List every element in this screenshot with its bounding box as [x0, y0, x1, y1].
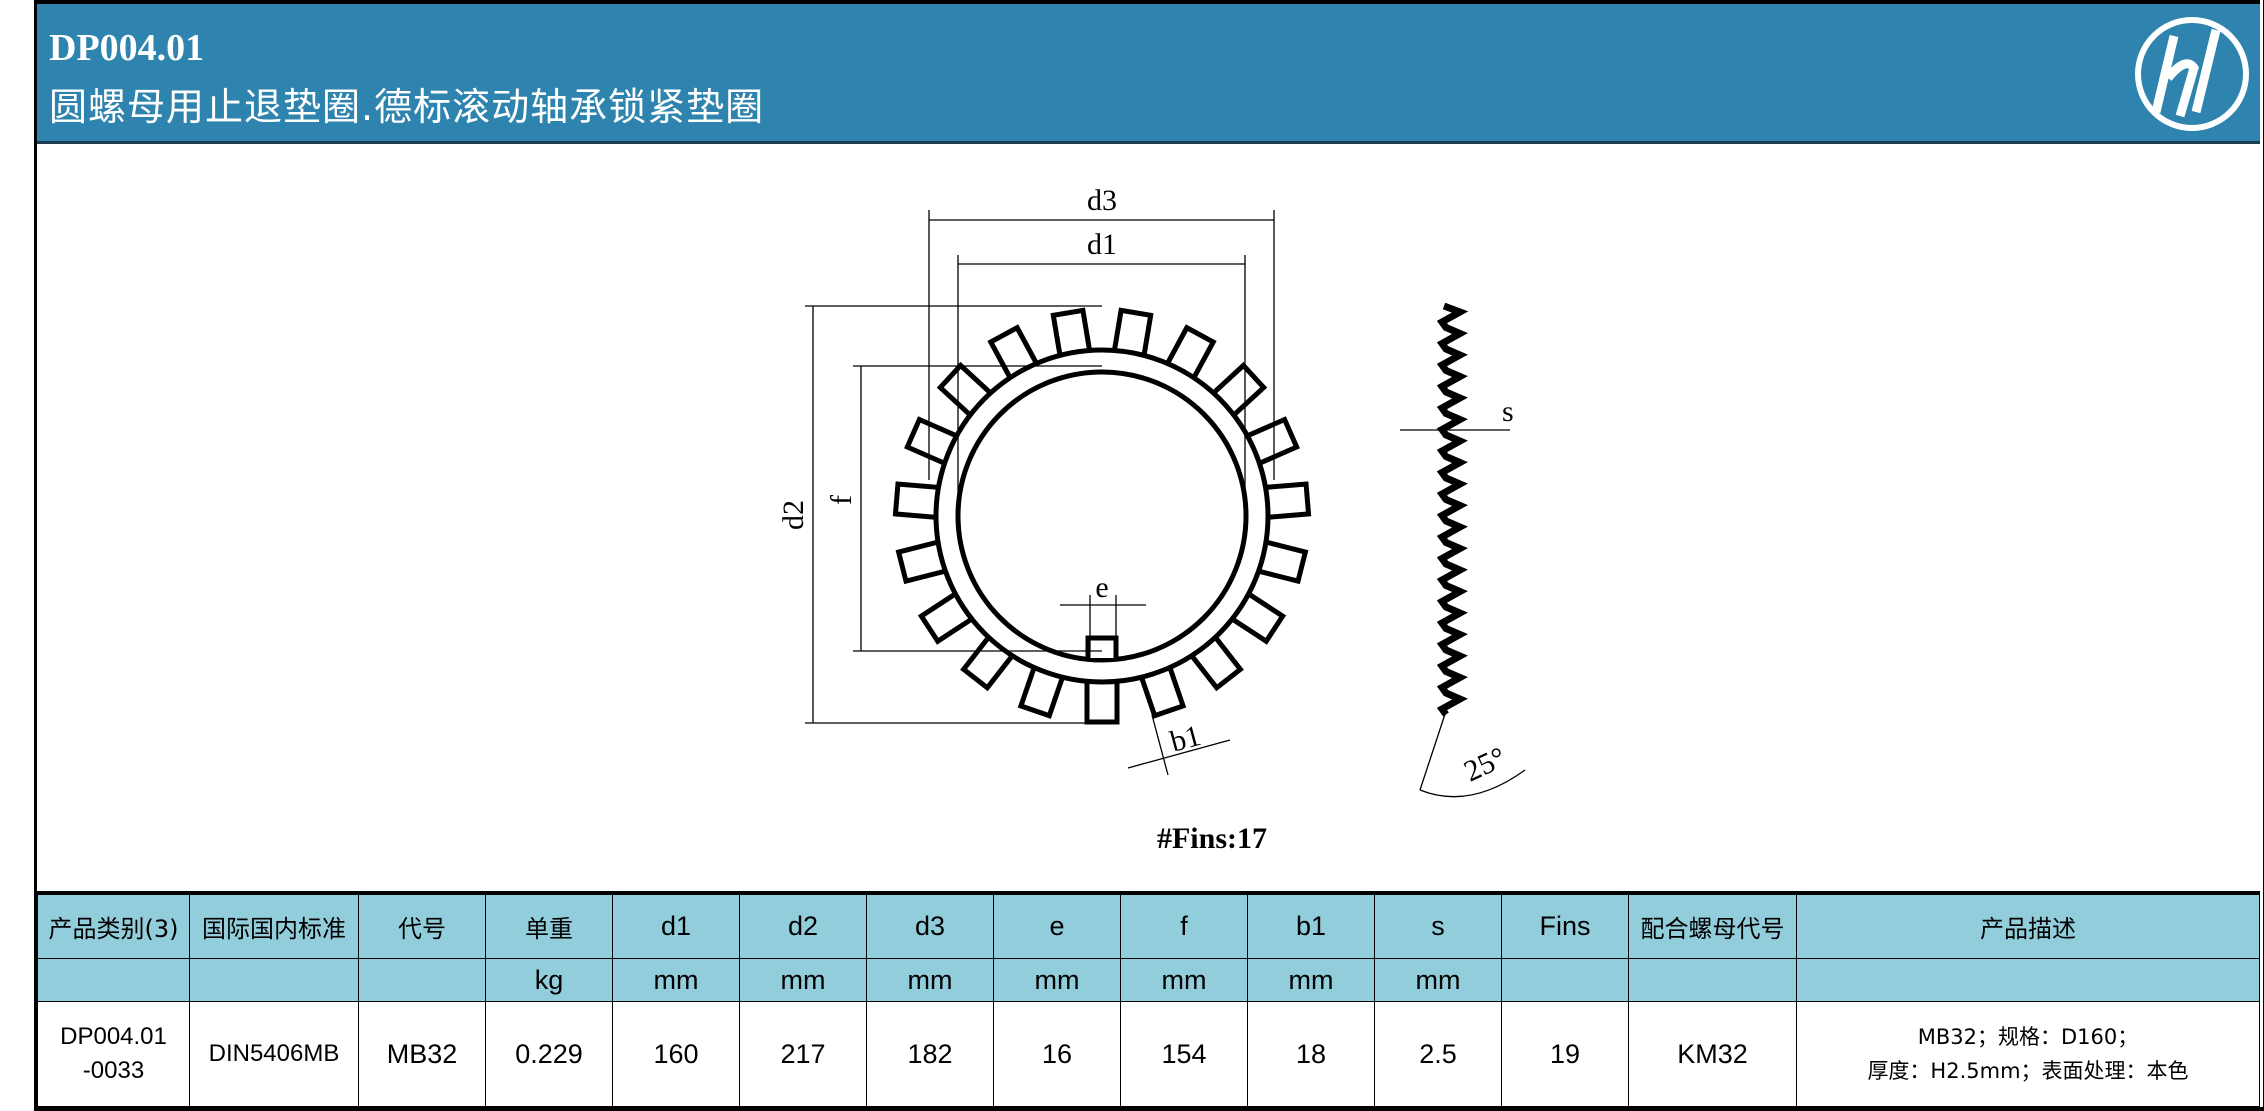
cell-standard: DIN5406MB — [189, 1001, 359, 1107]
unit-cell — [1796, 958, 2260, 1002]
unit-cell: mm — [1374, 958, 1502, 1002]
cell-code: MB32 — [358, 1001, 486, 1107]
dim-s-label: s — [1502, 395, 1514, 428]
washer-side-view — [1436, 302, 1469, 717]
dim-d2-label: d2 — [777, 500, 810, 530]
unit-cell: mm — [1120, 958, 1248, 1002]
hl-logo-icon — [2135, 17, 2249, 131]
dim-d3-label: d3 — [1087, 184, 1117, 217]
col-nut: 配合螺母代号 — [1628, 892, 1797, 959]
dim-d1-label: d1 — [1087, 228, 1117, 261]
cell-weight: 0.229 — [485, 1001, 613, 1107]
technical-drawing: d3 d1 d2 f e b1 s 25° #Fins:17 — [777, 184, 1526, 855]
desc-line2: 厚度：H2.5mm；表面处理：本色 — [1867, 1059, 2189, 1083]
cell-category: DP004.01 -0033 — [37, 1001, 190, 1107]
spec-table: 产品类别(3) 国际国内标准 代号 单重 d1 d2 d3 e f b1 s F… — [37, 891, 2260, 1107]
washer-side-profile — [1436, 302, 1469, 717]
title-bar: DP004.01 圆螺母用止退垫圈.德标滚动轴承锁紧垫圈 — [37, 0, 2260, 144]
cell-desc: MB32；规格：D160； 厚度：H2.5mm；表面处理：本色 — [1796, 1001, 2260, 1107]
desc-line1: MB32；规格：D160； — [1917, 1025, 2139, 1049]
unit-cell — [1628, 958, 1797, 1002]
product-code: DP004.01 — [49, 27, 205, 69]
washer-inner-tongue — [1085, 635, 1119, 658]
dim-f-label: f — [825, 495, 858, 505]
unit-cell: mm — [1247, 958, 1375, 1002]
col-weight: 单重 — [485, 892, 613, 959]
category-line2: -0033 — [82, 1057, 145, 1084]
col-standard: 国际国内标准 — [189, 892, 359, 959]
table-header-row: 产品类别(3) 国际国内标准 代号 单重 d1 d2 d3 e f b1 s F… — [37, 892, 2260, 959]
unit-cell: mm — [612, 958, 740, 1002]
col-d2: d2 — [739, 892, 867, 959]
col-e: e — [993, 892, 1121, 959]
washer-front-view — [892, 307, 1312, 725]
washer-inner-edge — [955, 369, 1249, 663]
cell-d2: 217 — [739, 1001, 867, 1107]
unit-cell — [37, 958, 190, 1002]
dim-b1-label: b1 — [1167, 719, 1205, 759]
product-title: 圆螺母用止退垫圈.德标滚动轴承锁紧垫圈 — [49, 85, 765, 129]
fins-note: #Fins:17 — [1157, 822, 1267, 855]
angle-label: 25° — [1459, 741, 1511, 789]
col-d1: d1 — [612, 892, 740, 959]
cell-d1: 160 — [612, 1001, 740, 1107]
col-s: s — [1374, 892, 1502, 959]
cell-d3: 182 — [866, 1001, 994, 1107]
col-f: f — [1120, 892, 1248, 959]
col-fins: Fins — [1501, 892, 1629, 959]
cell-nut: KM32 — [1628, 1001, 1797, 1107]
table-units-row: kg mm mm mm mm mm mm mm — [37, 958, 2260, 1002]
cell-s: 2.5 — [1374, 1001, 1502, 1107]
unit-cell — [358, 958, 486, 1002]
col-code: 代号 — [358, 892, 486, 959]
unit-cell — [1501, 958, 1629, 1002]
cell-e: 16 — [993, 1001, 1121, 1107]
col-b1: b1 — [1247, 892, 1375, 959]
unit-cell: kg — [485, 958, 613, 1002]
col-d3: d3 — [866, 892, 994, 959]
table-row: DP004.01 -0033 DIN5406MB MB32 0.229 160 2… — [37, 1001, 2260, 1107]
unit-cell — [189, 958, 359, 1002]
dim-e-label: e — [1095, 571, 1108, 604]
unit-cell: mm — [739, 958, 867, 1002]
cell-f: 154 — [1120, 1001, 1248, 1107]
col-category: 产品类别(3) — [37, 892, 190, 959]
unit-cell: mm — [866, 958, 994, 1002]
cell-b1: 18 — [1247, 1001, 1375, 1107]
cell-fins: 19 — [1501, 1001, 1629, 1107]
category-line1: DP004.01 — [60, 1023, 167, 1050]
dimension-lines — [805, 210, 1526, 798]
col-desc: 产品描述 — [1796, 892, 2260, 959]
unit-cell: mm — [993, 958, 1121, 1002]
